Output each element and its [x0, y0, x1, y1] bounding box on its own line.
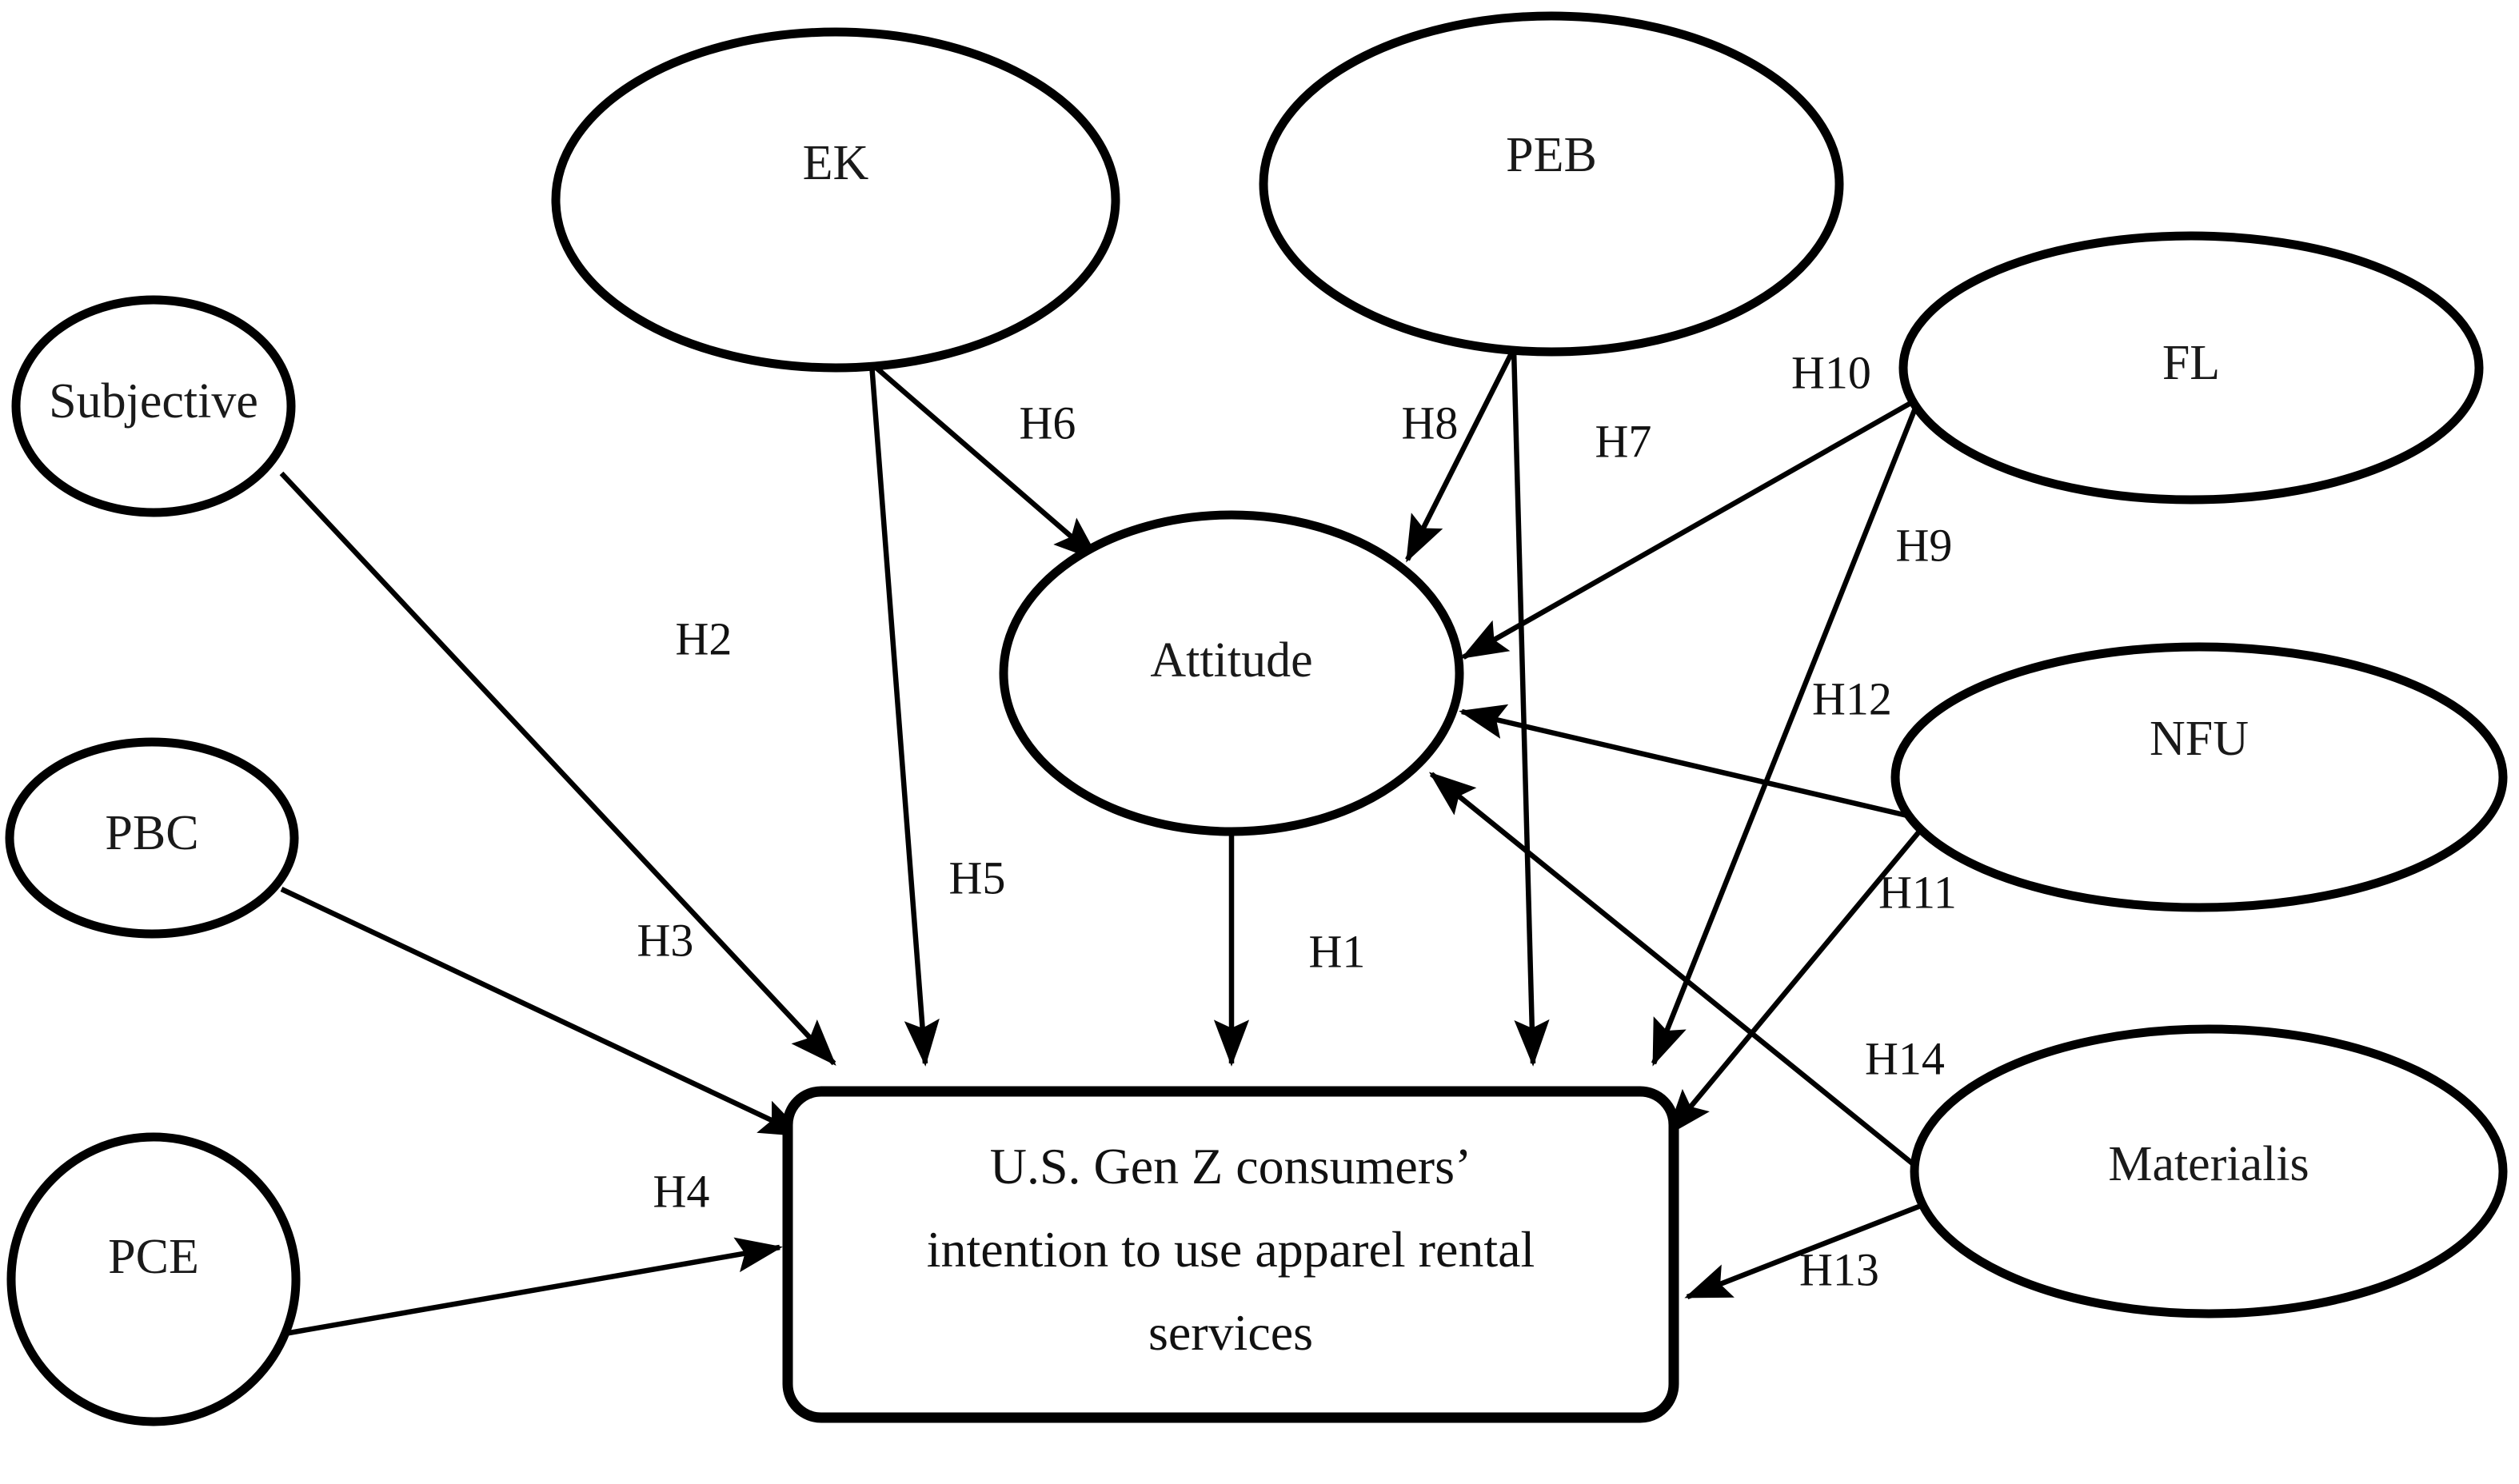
node-attitude-shape[interactable]: [999, 510, 1464, 836]
edge-label-H2: H2: [676, 612, 733, 664]
node-nfu[interactable]: NFU: [1890, 642, 2508, 912]
node-subjective-label: Subjective: [49, 374, 258, 429]
node-subjective-shape[interactable]: [11, 295, 296, 517]
edge-H2: [279, 471, 836, 1066]
edge-label-H11: H11: [1878, 866, 1957, 918]
edge-label-H1: H1: [1309, 925, 1366, 977]
node-pce-shape[interactable]: [6, 1132, 301, 1426]
node-ek-shape[interactable]: [551, 27, 1120, 373]
node-peb[interactable]: PEB: [1259, 11, 1844, 357]
edge-H4: [284, 1237, 783, 1337]
node-ek[interactable]: EK: [551, 27, 1120, 373]
node-fl-label: FL: [2162, 336, 2220, 390]
edge-label-H12: H12: [1812, 672, 1892, 724]
node-nfu-label: NFU: [2150, 712, 2249, 766]
node-attitude[interactable]: Attitude: [999, 510, 1464, 836]
edge-H10: [1460, 396, 1921, 660]
edge-H12: [1459, 704, 1908, 819]
node-materialis-label: Materialis: [2108, 1137, 2309, 1191]
node-pce-label: PCE: [108, 1230, 199, 1284]
edge-label-H3: H3: [637, 914, 694, 966]
edge-label-H6: H6: [1020, 397, 1076, 449]
node-pbc[interactable]: PBC: [5, 737, 299, 939]
node-pbc-shape[interactable]: [5, 737, 299, 939]
node-ek-label: EK: [803, 136, 869, 190]
edge-H5: [868, 363, 940, 1067]
node-materialis[interactable]: Materialis: [1910, 1024, 2508, 1318]
edge-label-H4: H4: [653, 1165, 710, 1217]
intention-box-group[interactable]: U.S. Gen Z consumers’ intention to use a…: [782, 1086, 1679, 1423]
edge-H9: [1651, 397, 1922, 1067]
edge-H6: [869, 361, 1100, 562]
node-fl-shape[interactable]: [1898, 231, 2484, 505]
edge-labels-layer: H1 H2 H3 H4 H5 H6 H7 H8 H9 H10 H11 H12 H…: [637, 346, 1957, 1295]
edge-H11: [1666, 829, 1922, 1136]
edge-H3: [280, 887, 807, 1138]
edge-label-H13: H13: [1799, 1243, 1879, 1295]
node-peb-label: PEB: [1506, 128, 1597, 182]
node-fl[interactable]: FL: [1898, 231, 2484, 505]
edge-label-H9: H9: [1896, 519, 1953, 571]
edge-label-H5: H5: [949, 852, 1006, 904]
edge-H13: [1684, 1203, 1922, 1300]
intention-box-line-3: services: [1148, 1304, 1313, 1361]
edge-label-H14: H14: [1865, 1032, 1945, 1084]
edge-H7: [1511, 348, 1550, 1067]
node-materialis-shape[interactable]: [1910, 1024, 2508, 1318]
node-peb-shape[interactable]: [1259, 11, 1844, 357]
node-pbc-label: PBC: [105, 806, 198, 860]
edge-H14: [1428, 772, 1922, 1171]
edges-layer: [279, 347, 1922, 1337]
node-pce[interactable]: PCE: [6, 1132, 301, 1426]
edge-label-H8: H8: [1402, 397, 1459, 449]
node-subjective[interactable]: Subjective: [11, 295, 296, 517]
node-attitude-label: Attitude: [1150, 633, 1312, 688]
intention-box[interactable]: [782, 1086, 1679, 1423]
intention-box-line-2: intention to use apparel rental: [927, 1221, 1535, 1278]
edge-label-H7: H7: [1595, 415, 1652, 467]
edge-label-H10: H10: [1791, 346, 1871, 398]
intention-box-line-1: U.S. Gen Z consumers’: [990, 1138, 1472, 1195]
node-nfu-shape[interactable]: [1890, 642, 2508, 912]
edge-H8: [1405, 347, 1516, 563]
